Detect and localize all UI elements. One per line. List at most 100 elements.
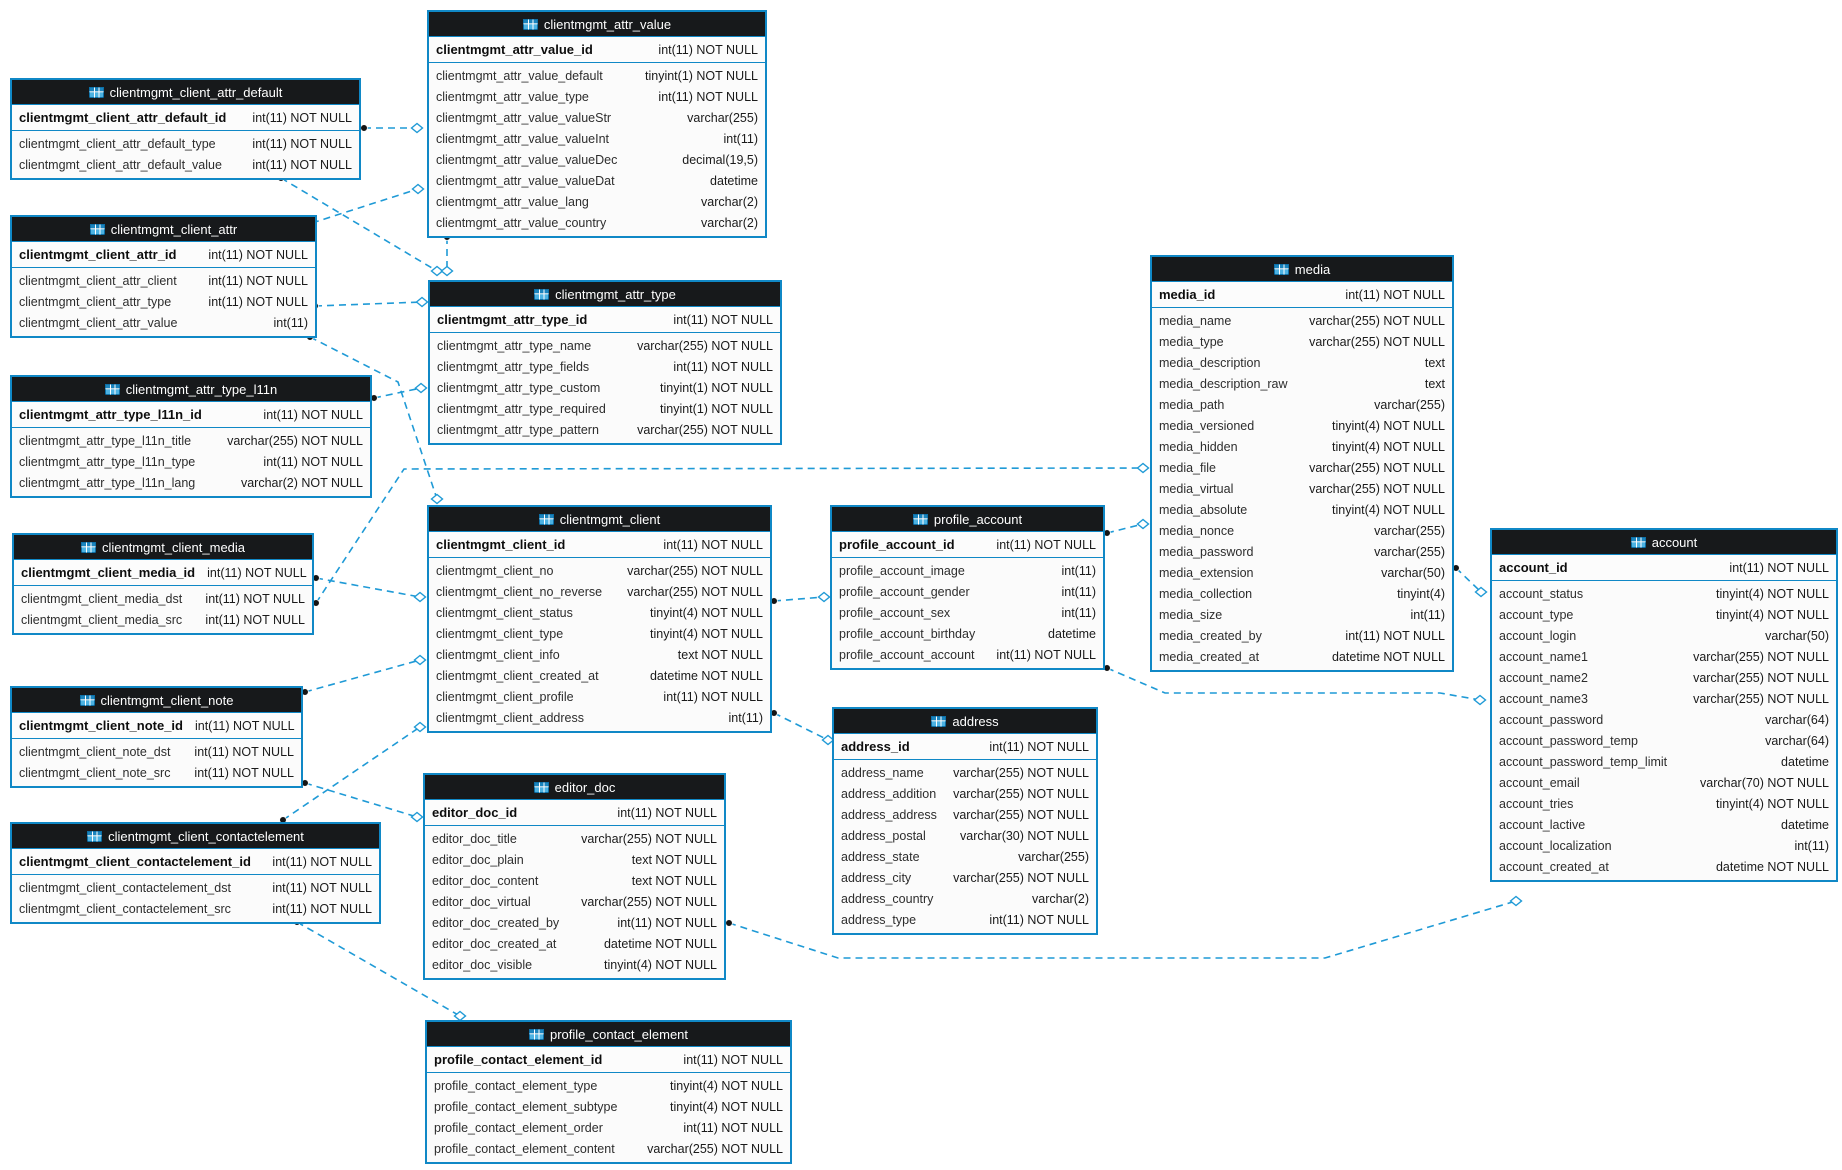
table-header[interactable]: clientmgmt_client bbox=[429, 507, 770, 532]
column-name: media_created_at bbox=[1159, 649, 1260, 664]
table-header[interactable]: media bbox=[1152, 257, 1452, 282]
table-header[interactable]: profile_contact_element bbox=[427, 1022, 790, 1047]
table-title: editor_doc bbox=[554, 779, 616, 795]
column-type: int(11) NOT NULL bbox=[252, 136, 352, 151]
relationship-profile_account-media[interactable] bbox=[1103, 518, 1150, 537]
table-title: profile_contact_element bbox=[549, 1026, 689, 1042]
table-title: clientmgmt_attr_type_l11n bbox=[125, 381, 278, 397]
table-clientmgmt_client_contactelement[interactable]: clientmgmt_client_contactelement clientmg… bbox=[10, 822, 381, 924]
relationship-clientmgmt_client_attr_default-clientmgmt_attr_value[interactable] bbox=[360, 122, 424, 134]
column-name: editor_doc_plain bbox=[432, 852, 524, 867]
relationship-clientmgmt_client_note-clientmgmt_client[interactable] bbox=[301, 654, 427, 696]
column-type: tinyint(4) NOT NULL bbox=[1716, 607, 1829, 622]
relationship-media-account[interactable] bbox=[1452, 564, 1488, 598]
relationship-endpoint-diamond bbox=[1474, 586, 1488, 598]
table-header[interactable]: profile_account bbox=[832, 507, 1103, 532]
column-name: media_versioned bbox=[1159, 418, 1255, 433]
relationship-editor_doc-account[interactable] bbox=[725, 895, 1523, 959]
column-name: clientmgmt_attr_type_name bbox=[437, 338, 592, 353]
column-type: text bbox=[1424, 376, 1445, 391]
relationship-clientmgmt_client_contactelement-clientmgmt_client[interactable] bbox=[279, 721, 427, 824]
column-type: int(11) bbox=[1794, 838, 1829, 853]
column-name: editor_doc_title bbox=[432, 831, 517, 846]
column-type: int(11) NOT NULL bbox=[989, 912, 1089, 927]
table-header[interactable]: clientmgmt_client_attr bbox=[12, 217, 315, 242]
column-type: int(11) NOT NULL bbox=[252, 110, 352, 125]
table-title: profile_account bbox=[933, 511, 1023, 527]
table-clientmgmt_attr_value[interactable]: clientmgmt_attr_value clientmgmt_attr_val… bbox=[427, 10, 767, 238]
relationship-clientmgmt_attr_value-clientmgmt_attr_type[interactable] bbox=[440, 233, 454, 277]
relationship-clientmgmt_client-profile_account[interactable] bbox=[770, 591, 831, 605]
table-header[interactable]: address bbox=[834, 709, 1096, 734]
table-header[interactable]: clientmgmt_client_note bbox=[12, 688, 301, 713]
column-type: varchar(255) NOT NULL bbox=[1309, 313, 1445, 328]
relationship-clientmgmt_client-address[interactable] bbox=[770, 709, 835, 746]
column-name: media_type bbox=[1159, 334, 1224, 349]
table-header[interactable]: clientmgmt_client_contactelement bbox=[12, 824, 379, 849]
relationship-endpoint-diamond bbox=[1136, 462, 1150, 474]
relationship-endpoint-diamond bbox=[410, 811, 424, 823]
column-name: account_name3 bbox=[1499, 691, 1588, 706]
table-icon bbox=[533, 781, 549, 793]
table-title: clientmgmt_client_note bbox=[100, 692, 234, 708]
column-type: int(11) NOT NULL bbox=[272, 880, 372, 895]
column-type: varchar(255) NOT NULL bbox=[1309, 460, 1445, 475]
relationship-clientmgmt_client_note-editor_doc[interactable] bbox=[301, 779, 424, 823]
table-clientmgmt_client_attr[interactable]: clientmgmt_client_attr clientmgmt_client_… bbox=[10, 215, 317, 338]
table-clientmgmt_attr_type[interactable]: clientmgmt_attr_type clientmgmt_attr_type… bbox=[428, 280, 782, 445]
relationship-clientmgmt_client_media-media[interactable] bbox=[312, 462, 1150, 607]
relationship-endpoint-dot bbox=[360, 124, 368, 132]
column-type: varchar(255) NOT NULL bbox=[1693, 649, 1829, 664]
relationship-endpoint-diamond bbox=[430, 493, 444, 505]
column-type: varchar(255) bbox=[1374, 523, 1445, 538]
table-icon bbox=[1273, 263, 1289, 275]
table-header[interactable]: account bbox=[1492, 530, 1836, 555]
column-type: varchar(2) bbox=[701, 194, 758, 209]
column-type: int(11) NOT NULL bbox=[207, 565, 307, 580]
relationship-clientmgmt_attr_type_l11n-clientmgmt_attr_type[interactable] bbox=[370, 382, 428, 402]
table-header[interactable]: clientmgmt_client_attr_default bbox=[12, 80, 359, 105]
table-header[interactable]: clientmgmt_attr_value bbox=[429, 12, 765, 37]
table-header[interactable]: clientmgmt_attr_type_l11n bbox=[12, 377, 370, 402]
column-type: int(11) NOT NULL bbox=[989, 739, 1089, 754]
column-name: media_collection bbox=[1159, 586, 1253, 601]
relationship-clientmgmt_client_media-clientmgmt_client[interactable] bbox=[312, 574, 427, 603]
table-header[interactable]: editor_doc bbox=[425, 775, 724, 800]
column-name: editor_doc_virtual bbox=[432, 894, 531, 909]
table-header[interactable]: clientmgmt_attr_type bbox=[430, 282, 780, 307]
column-name: clientmgmt_client_attr_value bbox=[19, 315, 178, 330]
table-header[interactable]: clientmgmt_client_media bbox=[14, 535, 312, 560]
column-type: varchar(255) bbox=[1374, 397, 1445, 412]
column-name: editor_doc_visible bbox=[432, 957, 533, 972]
relationship-endpoint-diamond bbox=[413, 654, 427, 666]
relationship-clientmgmt_client_attr-clientmgmt_attr_type[interactable] bbox=[311, 296, 429, 310]
column-name: editor_doc_id bbox=[432, 805, 518, 820]
column-name: clientmgmt_attr_value_valueStr bbox=[436, 110, 612, 125]
